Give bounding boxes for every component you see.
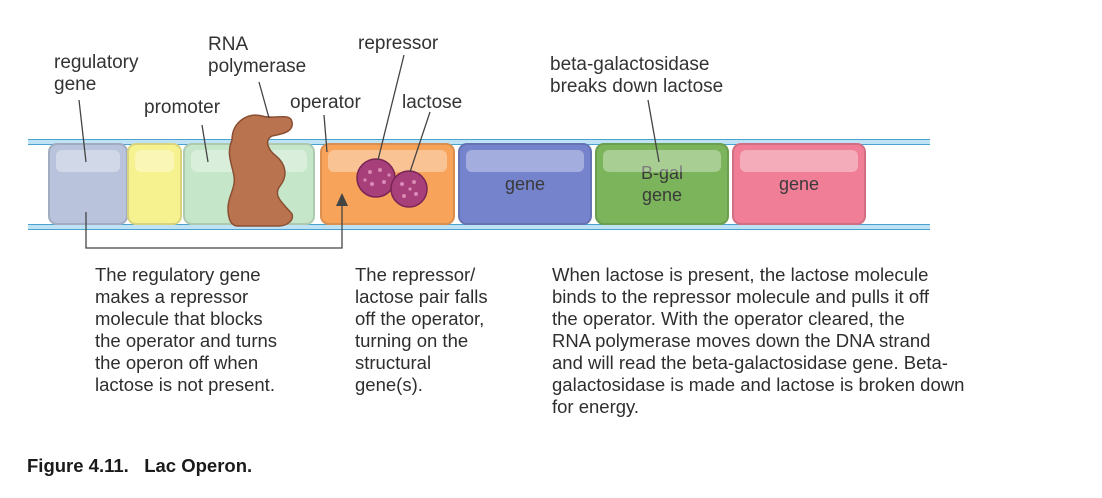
beta-galactosidase-label: beta-galactosidase breaks down lactose (550, 54, 724, 97)
promoter-yellow-segment (127, 143, 182, 225)
figure-number: Figure 4.11. (27, 455, 129, 476)
lactose-present-description: When lactose is present, the lactose mol… (552, 264, 965, 417)
figure-caption: Figure 4.11. Lac Operon. (27, 455, 252, 477)
structural-gene-2-segment: gene (732, 143, 866, 225)
lactose-label: lactose (402, 92, 463, 113)
figure-title: Lac Operon. (144, 455, 253, 476)
leader-lactose (409, 111, 431, 173)
leader-rna-polymerase (258, 81, 270, 119)
lactose-molecule (390, 170, 428, 208)
gene-2-label: gene (778, 174, 820, 194)
operator-label: operator (290, 92, 361, 113)
leader-promoter (201, 124, 209, 163)
repressor-label: repressor (358, 33, 439, 54)
leader-operator (323, 114, 328, 153)
gene-1-label: gene (504, 174, 546, 194)
leader-beta-gal (647, 99, 660, 163)
regulatory-gene-description: The regulatory gene makes a repressor mo… (95, 264, 278, 395)
leader-repressor (377, 54, 405, 161)
regulatory-gene-label: regulatory gene (54, 52, 139, 95)
repressor-molecule (356, 158, 396, 198)
structural-gene-1-segment: gene (458, 143, 592, 225)
rna-polymerase-shape (227, 114, 294, 227)
repressor-description: The repressor/ lactose pair falls off th… (355, 264, 488, 395)
bracket-arrowhead (336, 193, 348, 206)
promoter-label: promoter (144, 97, 221, 118)
rna-polymerase-label: RNA polymerase (208, 34, 307, 77)
repressor-pathway-bracket (85, 204, 343, 249)
leader-regulatory-gene (78, 99, 87, 163)
beta-gal-gene-segment: B-gal gene (595, 143, 729, 225)
